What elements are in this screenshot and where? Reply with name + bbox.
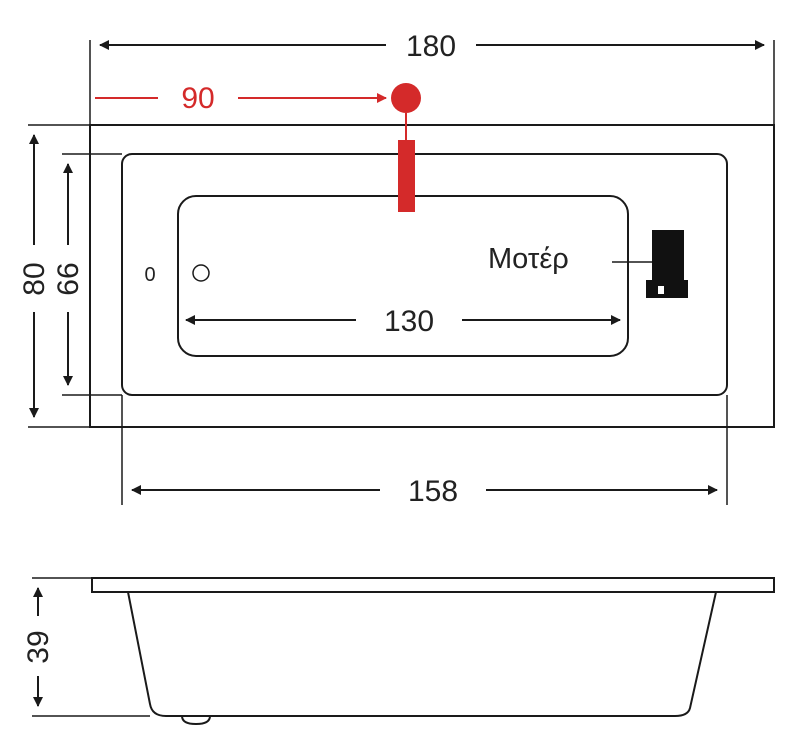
- dim-overflow-position: 90: [181, 82, 214, 115]
- overflow-fitting: [398, 140, 415, 212]
- side-tub-body: [127, 591, 717, 717]
- dim-total-width: 80: [18, 262, 51, 295]
- inner-tub-outline: [121, 153, 728, 396]
- overflow-position-dot: [391, 83, 421, 113]
- dim-inner-width: 66: [52, 262, 85, 295]
- top-view: 0 Μοτέρ 180 90 130 158: [18, 30, 775, 508]
- dim-total-length: 180: [406, 30, 456, 63]
- motor-label: Μοτέρ: [488, 243, 569, 275]
- outer-rim: [89, 124, 775, 428]
- drain-icon: [192, 264, 210, 282]
- dim-inner-length: 158: [408, 475, 458, 508]
- motor-icon: [646, 230, 688, 298]
- drain-marker-label: 0: [144, 264, 155, 286]
- side-drain-bump: [181, 715, 211, 726]
- dim-basin-length: 130: [384, 305, 434, 338]
- side-view: 39: [22, 577, 775, 726]
- dim-depth: 39: [22, 630, 55, 663]
- side-rim: [91, 577, 775, 593]
